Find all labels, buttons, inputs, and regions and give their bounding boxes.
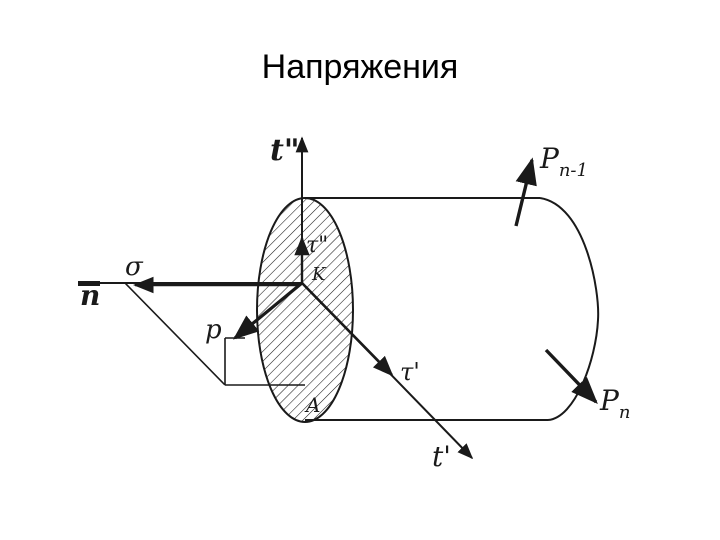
label-p-n-main: P: [599, 384, 620, 417]
label-t-double-prime: t": [270, 133, 300, 168]
label-p-n-minus-1: Pn-1: [539, 142, 588, 181]
vectors: [80, 136, 598, 460]
label-n: n: [80, 279, 100, 312]
p-vector: [233, 281, 304, 340]
label-sigma: σ: [125, 252, 144, 282]
label-p-n-sub: n: [619, 402, 631, 423]
slide-title: Напряжения: [261, 48, 459, 86]
cylinder-right-end: [539, 197, 600, 421]
label-t-prime: t': [432, 440, 451, 473]
label-tau-prime: τ': [400, 358, 420, 386]
label-a: A: [304, 393, 320, 417]
label-k: K: [311, 264, 327, 285]
label-p: p: [205, 315, 222, 345]
cross-section: [256, 197, 354, 423]
p-n-minus-1-force: [514, 157, 537, 227]
label-tau-double-prime: τ": [306, 233, 328, 258]
label-p-n-minus-1-main: P: [539, 142, 560, 175]
label-p-n-minus-1-sub: n-1: [559, 160, 588, 181]
n-axis-end-mark: [78, 281, 100, 286]
p-n-force: [544, 348, 598, 404]
label-p-n: Pn: [599, 384, 630, 423]
parallelogram-left: [124, 282, 226, 386]
tau-prime-vector: [301, 282, 394, 377]
